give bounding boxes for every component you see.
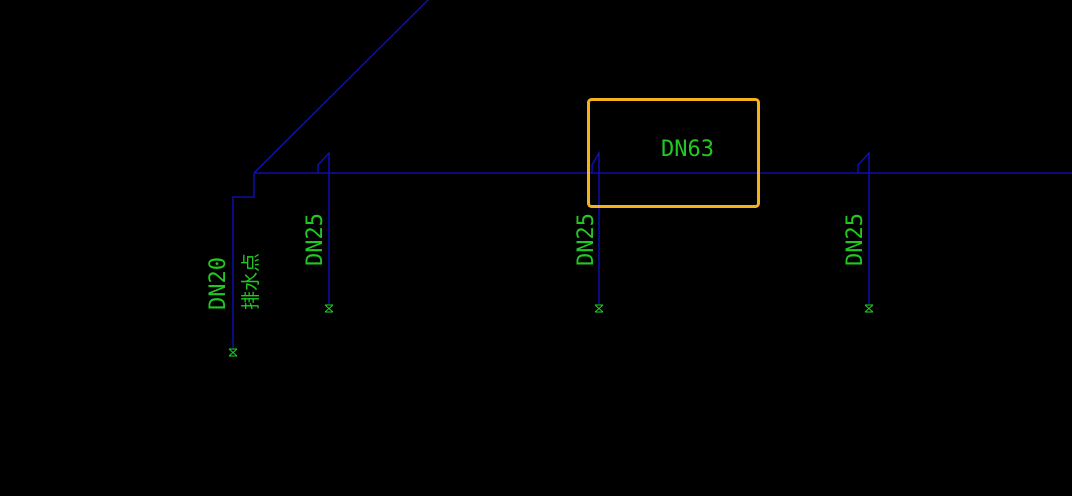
branch-1-valve-icon[interactable] [324,304,334,313]
drain-size-label: DN20 [206,257,231,310]
branch-3-valve-icon[interactable] [864,304,874,313]
branch-2-riser [591,150,600,304]
branch-3-size-label: DN25 [843,213,868,266]
branch-2-size-label: DN25 [574,213,599,266]
branch-2-valve-icon[interactable] [594,304,604,313]
drain-note-label: 排水点 [240,253,262,310]
main-pipe-size-label: DN63 [661,137,714,162]
highlight-box[interactable] [587,98,760,208]
drain-valve-icon[interactable] [228,348,238,357]
diagonal-pipe [253,0,429,174]
branch-1-size-label: DN25 [303,213,328,266]
branch-1-riser [317,151,330,304]
drain-riser [232,173,255,348]
branch-3-riser [857,151,870,304]
